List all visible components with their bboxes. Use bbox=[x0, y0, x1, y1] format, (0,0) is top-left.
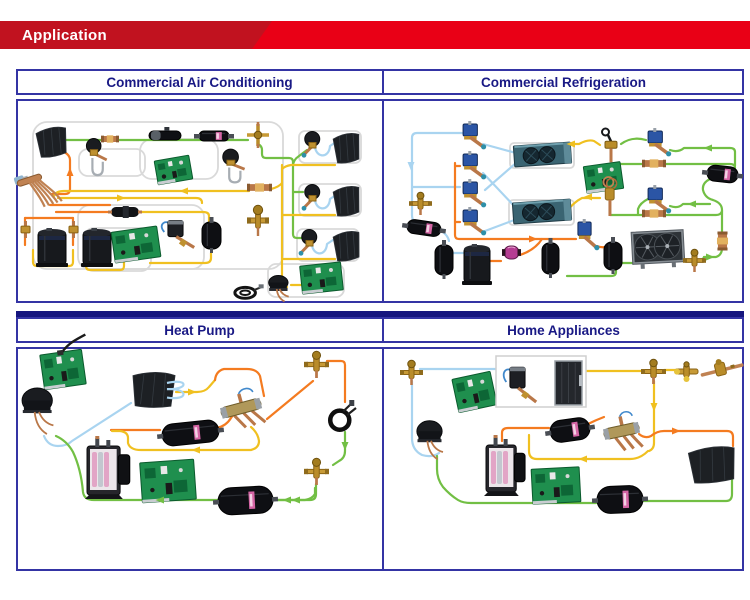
quadrant-title-home-appliances: Home Appliances bbox=[507, 322, 620, 338]
top-content-row bbox=[16, 99, 744, 303]
content-divider bbox=[382, 347, 384, 571]
title-divider bbox=[382, 69, 384, 95]
banner-stripe bbox=[248, 21, 750, 49]
title-divider bbox=[382, 317, 384, 343]
bottom-title-row bbox=[16, 317, 744, 343]
top-title-row bbox=[16, 69, 744, 95]
banner: Application bbox=[0, 21, 272, 49]
content-divider bbox=[382, 99, 384, 303]
section-divider bbox=[16, 311, 744, 317]
bottom-content-row bbox=[16, 347, 744, 571]
quadrant-title-heat-pump: Heat Pump bbox=[164, 322, 235, 338]
page-title: Application bbox=[22, 26, 107, 44]
quadrant-title-commercial-air-conditioning: Commercial Air Conditioning bbox=[106, 74, 293, 90]
quadrant-title-commercial-refrigeration: Commercial Refrigeration bbox=[480, 74, 647, 90]
